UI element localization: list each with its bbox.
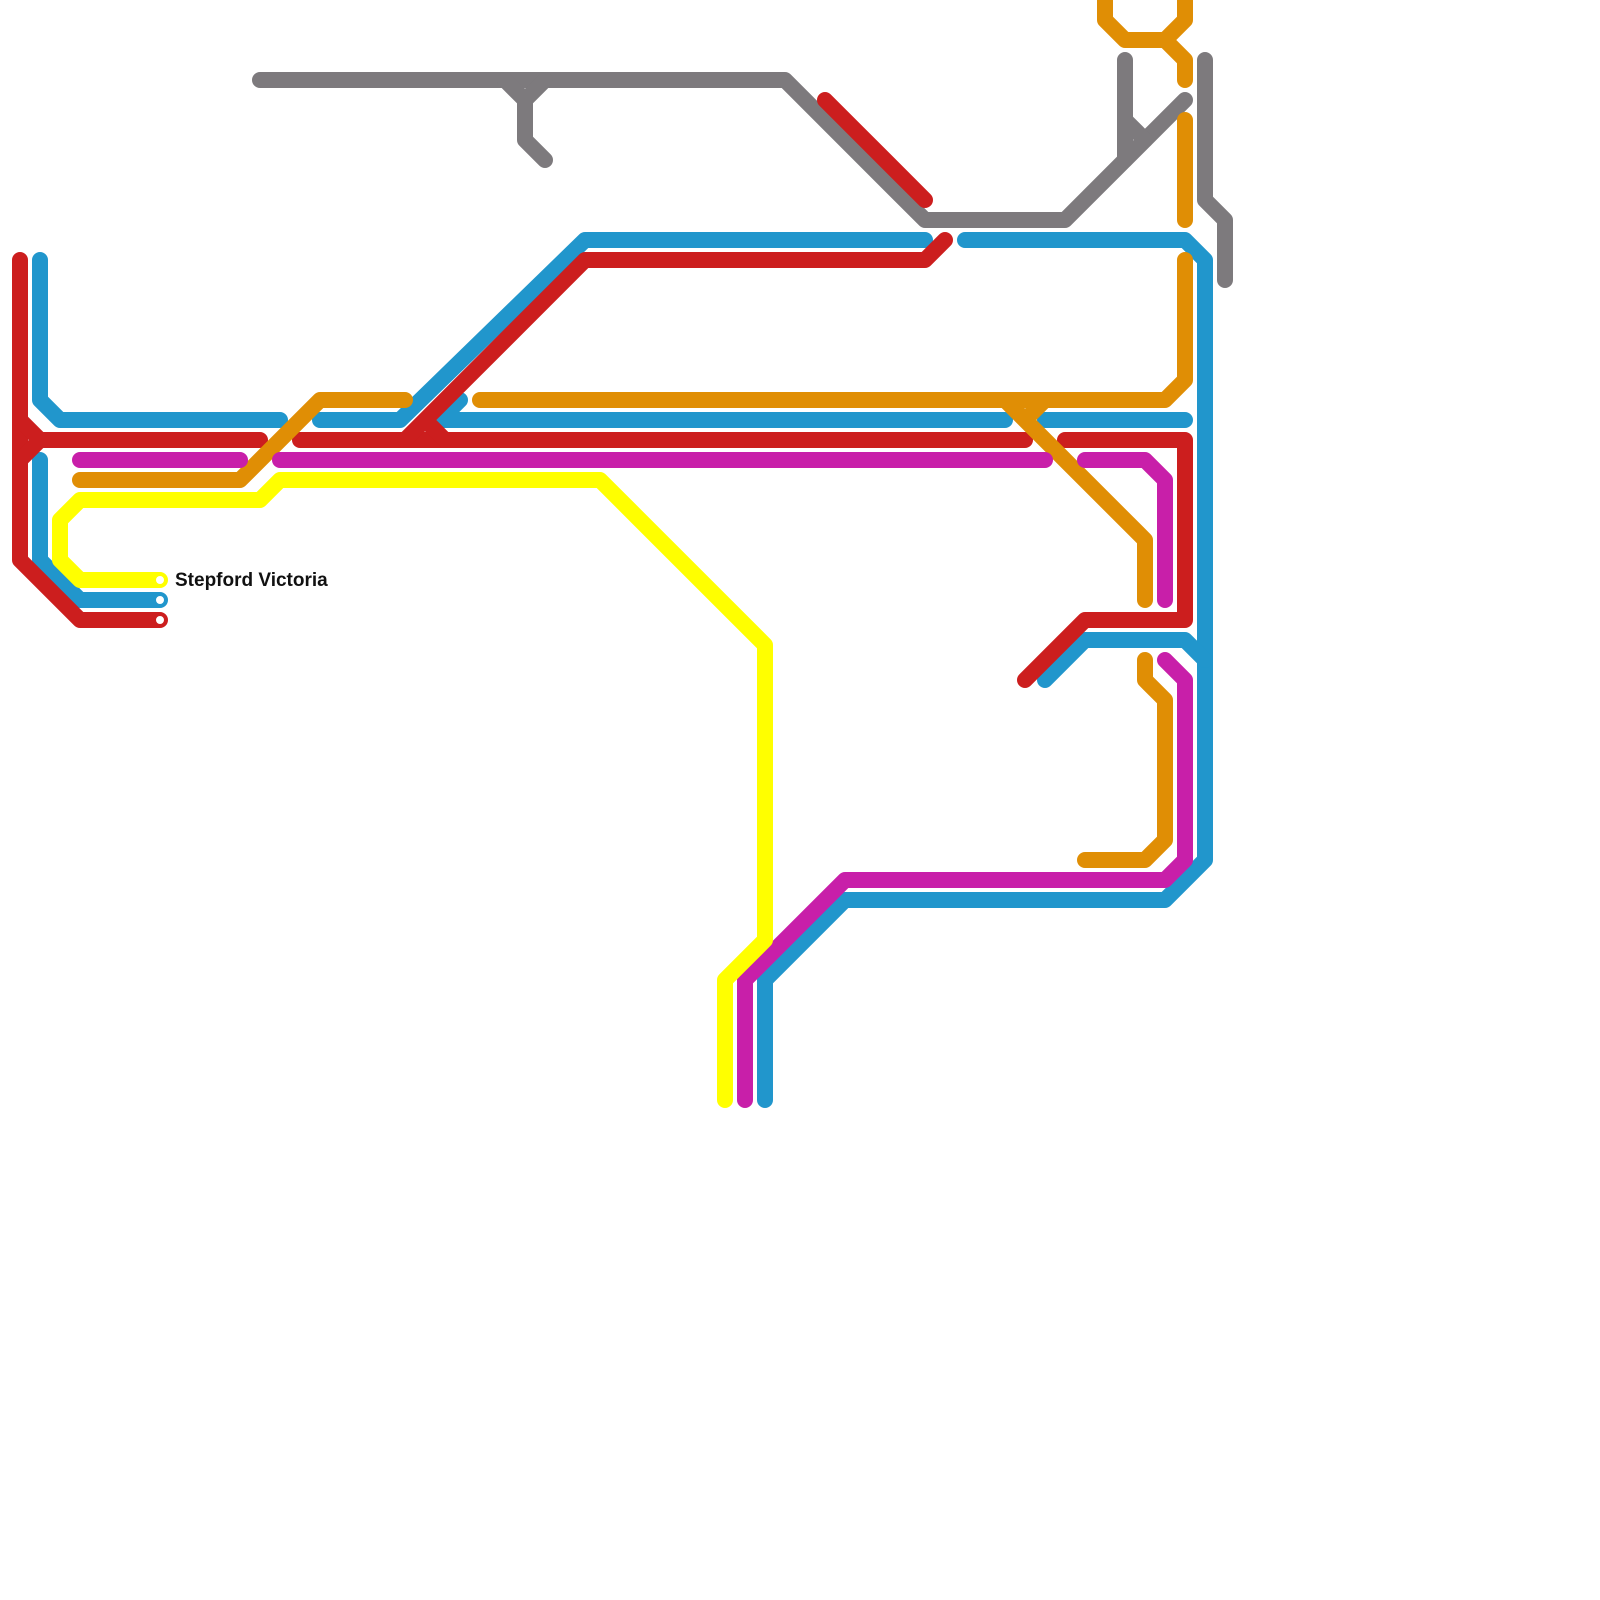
blue-middle-segment — [312, 232, 933, 428]
grey-branch-segment — [497, 72, 553, 168]
red-stub-segment — [12, 412, 268, 468]
blue-terminus-marker — [153, 593, 167, 607]
route-yellow — [52, 472, 773, 1108]
red-north-segment — [817, 92, 933, 208]
route-orange — [72, 0, 1193, 868]
blue-west-segment — [32, 452, 168, 608]
blue-main-segment — [32, 252, 288, 428]
magenta-south-segment — [737, 652, 1193, 1108]
orange-west-segment — [72, 392, 413, 488]
route-blue — [32, 232, 1213, 1108]
route-magenta — [72, 452, 1193, 1108]
blue-loop-segment — [1037, 632, 1213, 688]
blue-east-segment — [757, 232, 1213, 1108]
grey-north-spur — [1117, 52, 1153, 168]
red-west-segment — [12, 252, 168, 628]
yellow-terminus-marker — [153, 573, 167, 587]
route-red — [12, 92, 1193, 688]
blue-mainline-segment — [432, 392, 1193, 428]
yellow-main-segment — [52, 472, 773, 1108]
orange-south-segment — [1077, 652, 1173, 868]
grey-main-segment — [252, 72, 1193, 228]
route-grey — [252, 52, 1233, 288]
red-terminus-marker — [153, 613, 167, 627]
grey-east-spur — [1197, 52, 1233, 288]
red-diagonal-segment — [397, 232, 953, 448]
orange-branch-segment — [997, 392, 1153, 608]
stepford-victoria-terminus[interactable] — [153, 573, 167, 627]
red-east-segment — [1017, 432, 1193, 688]
magenta-east-segment — [1077, 452, 1173, 608]
orange-main-segment — [472, 252, 1193, 408]
station-label-stepford-victoria: Stepford Victoria — [175, 570, 328, 591]
orange-north-segment — [1097, 0, 1193, 228]
